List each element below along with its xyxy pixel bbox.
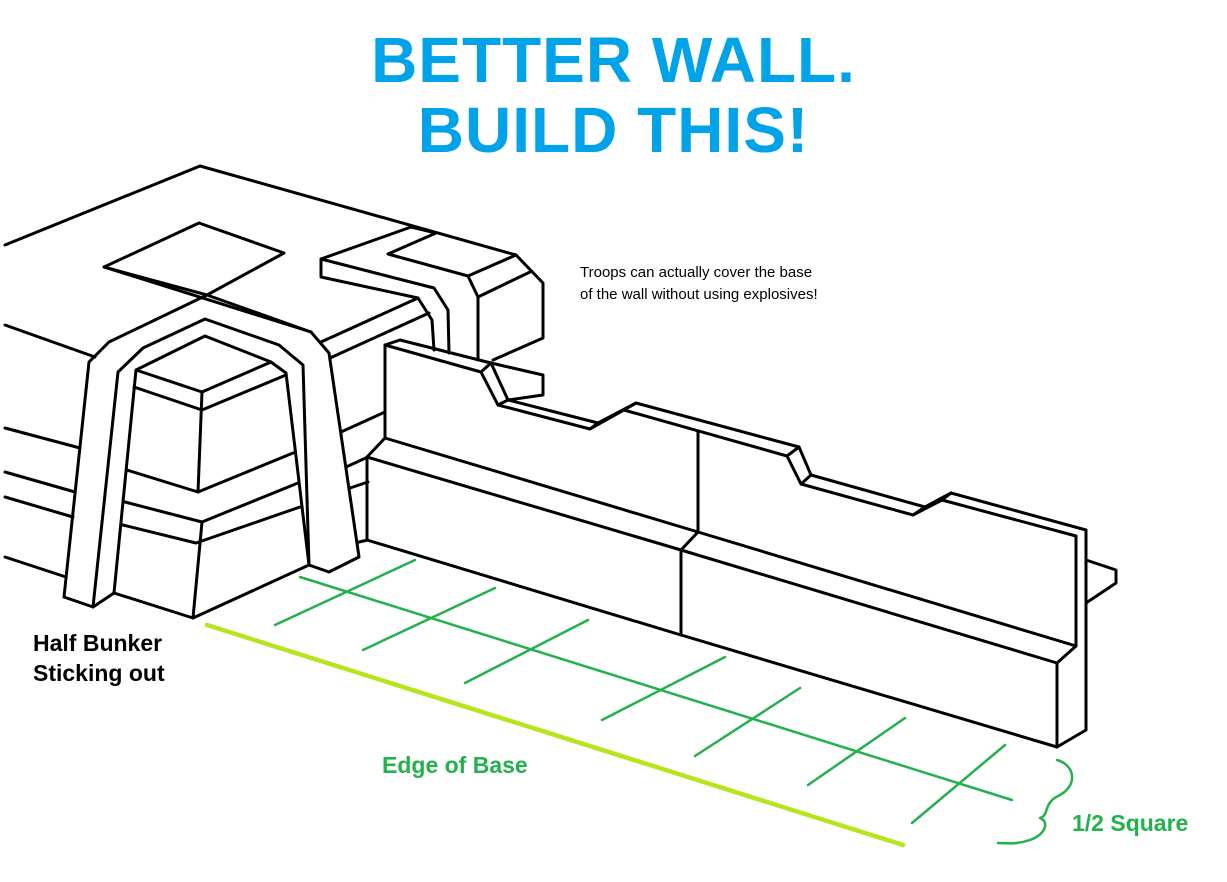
half-square-brace bbox=[996, 758, 1074, 845]
half-bunker bbox=[62, 293, 361, 620]
troops-note: Troops can actually cover the base of th… bbox=[580, 262, 818, 306]
title-line-1: BETTER WALL. bbox=[371, 24, 856, 96]
ground-grid bbox=[273, 558, 1014, 825]
half-bunker-label: Half Bunker Sticking out bbox=[33, 628, 165, 688]
half-bunker-label-line-2: Sticking out bbox=[33, 660, 165, 686]
half-square-label: 1/2 Square bbox=[1072, 810, 1189, 836]
base-slab bbox=[3, 164, 518, 579]
troops-note-line-1: Troops can actually cover the base bbox=[580, 264, 813, 281]
troops-note-line-2: of the wall without using explosives! bbox=[580, 286, 818, 303]
edge-of-base-line bbox=[204, 622, 906, 848]
edge-of-base-label: Edge of Base bbox=[382, 752, 528, 778]
title-line-2: BUILD THIS! bbox=[417, 94, 810, 166]
half-bunker-label-line-1: Half Bunker bbox=[33, 630, 163, 656]
wall bbox=[365, 338, 1118, 749]
corner-tower bbox=[319, 225, 545, 402]
